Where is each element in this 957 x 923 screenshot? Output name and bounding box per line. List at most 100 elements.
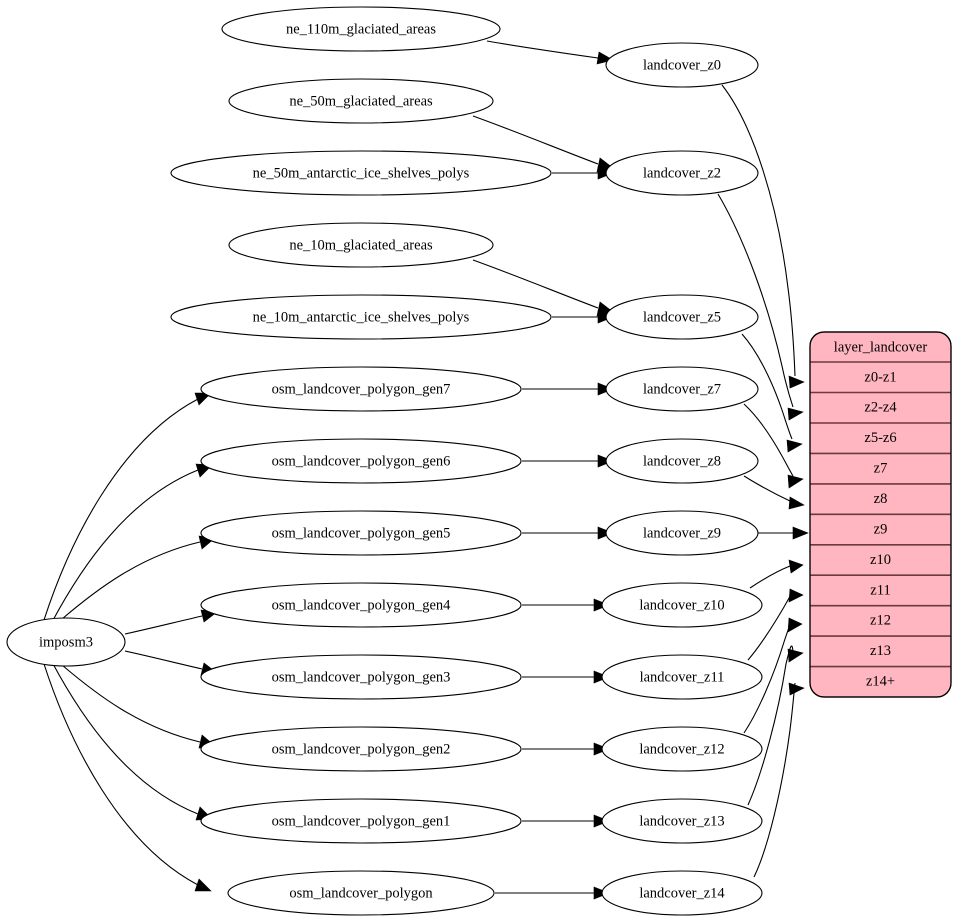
layer-landcover-table[interactable]: layer_landcover z0-z1 z2-z4 z5-z6 z7 z8 … (809, 331, 952, 698)
edge-group-landcover-to-table (717, 84, 809, 878)
arrow-z0-to-row-z0z1 (788, 375, 805, 389)
node-osm-landcover-polygon-gen5[interactable]: osm_landcover_polygon_gen5 (200, 510, 522, 556)
edge-imposm3-to-gen4 (124, 615, 203, 635)
node-osm-landcover-polygon-gen3[interactable]: osm_landcover_polygon_gen3 (200, 654, 522, 700)
node-landcover-z7[interactable]: landcover_z7 (605, 366, 759, 412)
table-row-z8[interactable]: z8 (874, 491, 888, 507)
node-shape-landcover-z11[interactable] (601, 654, 763, 700)
node-landcover-z8[interactable]: landcover_z8 (605, 438, 759, 484)
edge-z2-to-row-z2z4 (717, 193, 794, 408)
edge-ne110m-to-z0 (486, 40, 599, 59)
node-shape-osm-landcover-polygon-gen1[interactable] (200, 798, 522, 844)
edge-ne10mglac-to-z5 (472, 259, 599, 309)
node-landcover-z10[interactable]: landcover_z10 (601, 582, 763, 628)
node-landcover-z5[interactable]: landcover_z5 (605, 294, 759, 340)
node-label-imposm3: imposm3 (39, 634, 93, 650)
node-shape-landcover-z7[interactable] (605, 366, 759, 412)
edge-z5-to-row-z5z6 (741, 333, 793, 440)
node-label-landcover-z0: landcover_z0 (643, 57, 721, 73)
edge-imposm3-to-gen3 (124, 650, 203, 670)
node-shape-ne-10m-glaciated-areas[interactable] (228, 222, 494, 268)
node-osm-landcover-polygon-gen4[interactable]: osm_landcover_polygon_gen4 (200, 582, 522, 628)
node-label-osm-landcover-polygon-gen7: osm_landcover_polygon_gen7 (272, 381, 451, 397)
node-imposm3[interactable]: imposm3 (6, 617, 126, 667)
node-shape-osm-landcover-polygon-gen3[interactable] (200, 654, 522, 700)
node-ne-10m-antarctic-ice-shelves-polys[interactable]: ne_10m_antarctic_ice_shelves_polys (170, 294, 552, 340)
node-ne-50m-antarctic-ice-shelves-polys[interactable]: ne_50m_antarctic_ice_shelves_polys (170, 150, 552, 196)
arrow-z7-to-row-z7 (787, 474, 804, 489)
edge-imposm3-to-gen6 (51, 469, 199, 623)
node-landcover-z13[interactable]: landcover_z13 (601, 798, 763, 844)
node-shape-osm-landcover-polygon-gen5[interactable] (200, 510, 522, 556)
table-outline (809, 331, 952, 698)
node-osm-landcover-polygon-gen2[interactable]: osm_landcover_polygon_gen2 (200, 726, 522, 772)
node-shape-ne-50m-glaciated-areas[interactable] (228, 78, 494, 124)
node-shape-landcover-z14[interactable] (601, 870, 763, 916)
edge-z8-to-row-z8 (743, 475, 793, 503)
node-label-landcover-z8: landcover_z8 (643, 453, 721, 469)
node-shape-landcover-z13[interactable] (601, 798, 763, 844)
node-osm-landcover-polygon[interactable]: osm_landcover_polygon (227, 870, 495, 916)
arrow-z13-to-row-z13 (787, 648, 804, 663)
node-shape-landcover-z10[interactable] (601, 582, 763, 628)
node-osm-landcover-polygon-gen7[interactable]: osm_landcover_polygon_gen7 (200, 366, 522, 412)
node-label-ne-10m-antarctic-ice-shelves-polys: ne_10m_antarctic_ice_shelves_polys (253, 309, 470, 325)
node-shape-osm-landcover-polygon-gen4[interactable] (200, 582, 522, 628)
node-label-landcover-z14: landcover_z14 (639, 885, 725, 901)
node-shape-ne-110m-glaciated-areas[interactable] (221, 6, 501, 52)
node-landcover-z11[interactable]: landcover_z11 (601, 654, 763, 700)
node-ne-10m-glaciated-areas[interactable]: ne_10m_glaciated_areas (228, 222, 494, 268)
node-shape-ne-50m-antarctic-ice-shelves-polys[interactable] (170, 150, 552, 196)
arrow-z2-to-row-z2z4 (787, 407, 804, 421)
node-shape-landcover-z8[interactable] (605, 438, 759, 484)
node-shape-landcover-z2[interactable] (605, 150, 759, 196)
node-landcover-z14[interactable]: landcover_z14 (601, 870, 763, 916)
table-row-z10[interactable]: z10 (870, 552, 891, 568)
node-landcover-z9[interactable]: landcover_z9 (605, 510, 759, 556)
node-label-osm-landcover-polygon-gen4: osm_landcover_polygon_gen4 (272, 597, 452, 613)
node-shape-osm-landcover-polygon-gen2[interactable] (200, 726, 522, 772)
node-ne-50m-glaciated-areas[interactable]: ne_50m_glaciated_areas (228, 78, 494, 124)
node-shape-imposm3[interactable] (6, 617, 126, 667)
edge-imposm3-to-gen5 (61, 541, 201, 620)
node-ne-110m-glaciated-areas[interactable]: ne_110m_glaciated_areas (221, 6, 501, 52)
node-shape-ne-10m-antarctic-ice-shelves-polys[interactable] (170, 294, 552, 340)
table-row-z7[interactable]: z7 (874, 461, 888, 477)
table-row-z9[interactable]: z9 (874, 521, 888, 537)
node-label-landcover-z11: landcover_z11 (640, 669, 725, 685)
edge-imposm3-to-gen7 (43, 398, 199, 621)
node-landcover-z2[interactable]: landcover_z2 (605, 150, 759, 196)
node-landcover-z12[interactable]: landcover_z12 (601, 726, 763, 772)
node-shape-osm-landcover-polygon-gen6[interactable] (200, 438, 522, 484)
table-row-z0-z1[interactable]: z0-z1 (864, 369, 896, 385)
node-shape-osm-landcover-polygon-gen7[interactable] (200, 366, 522, 412)
node-shape-landcover-z12[interactable] (601, 726, 763, 772)
node-shape-landcover-z0[interactable] (605, 42, 759, 88)
edge-z10-to-row-z10 (749, 565, 791, 589)
node-label-ne-50m-antarctic-ice-shelves-polys: ne_50m_antarctic_ice_shelves_polys (253, 165, 470, 181)
node-osm-landcover-polygon-gen1[interactable]: osm_landcover_polygon_gen1 (200, 798, 522, 844)
node-shape-landcover-z5[interactable] (605, 294, 759, 340)
node-label-ne-10m-glaciated-areas: ne_10m_glaciated_areas (289, 237, 433, 253)
table-row-z13[interactable]: z13 (870, 643, 891, 659)
node-label-osm-landcover-polygon-gen3: osm_landcover_polygon_gen3 (272, 669, 451, 685)
table-row-z11[interactable]: z11 (870, 582, 890, 598)
node-label-landcover-z10: landcover_z10 (639, 597, 724, 613)
arrow-z12-to-row-z12 (787, 617, 803, 633)
node-osm-landcover-polygon-gen6[interactable]: osm_landcover_polygon_gen6 (200, 438, 522, 484)
node-label-landcover-z13: landcover_z13 (639, 813, 724, 829)
edge-z14-to-row-z14plus (753, 682, 796, 878)
node-landcover-z0[interactable]: landcover_z0 (605, 42, 759, 88)
node-label-osm-landcover-polygon-gen6: osm_landcover_polygon_gen6 (272, 453, 451, 469)
table-header-title: layer_landcover (834, 339, 928, 355)
node-shape-osm-landcover-polygon[interactable] (227, 870, 495, 916)
node-shape-landcover-z9[interactable] (605, 510, 759, 556)
table-row-z14-plus[interactable]: z14+ (866, 674, 895, 690)
table-row-z2-z4[interactable]: z2-z4 (864, 400, 897, 416)
table-row-z5-z6[interactable]: z5-z6 (864, 430, 896, 446)
node-label-landcover-z12: landcover_z12 (639, 741, 724, 757)
table-row-z12[interactable]: z12 (870, 613, 891, 629)
arrow-z14-to-row-z14plus (788, 682, 805, 696)
